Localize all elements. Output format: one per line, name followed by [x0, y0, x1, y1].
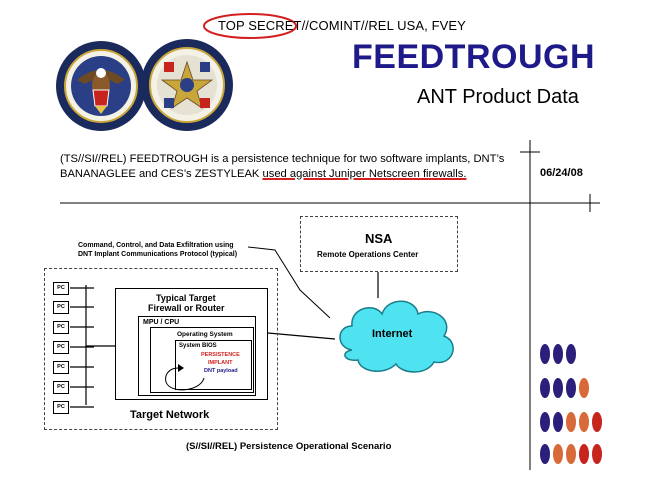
nsa-box: NSA Remote Operations Center — [300, 216, 458, 272]
bios-label: System BIOS — [179, 343, 217, 349]
internet-label: Internet — [372, 328, 413, 340]
command-label-line1: Command, Control, and Data Exfiltration … — [78, 242, 234, 249]
classification-banner: TOP SECRET//COMINT//REL USA, FVEY — [218, 18, 466, 33]
target-network-box — [44, 268, 278, 430]
pc-1: PC — [53, 282, 69, 295]
command-label-line2: DNT Implant Communications Protocol (typ… — [78, 251, 238, 258]
nsa-subtitle: Remote Operations Center — [317, 250, 419, 259]
firewall-title-line1: Typical Target — [156, 293, 216, 303]
pc-4: PC — [53, 341, 69, 354]
mpu-label: MPU / CPU — [143, 319, 180, 326]
nsa-seal-icon — [56, 41, 146, 131]
dnt-payload-label: DNT payload — [204, 368, 238, 374]
decorative-dots-icon — [540, 344, 602, 464]
implant-arrow-icon — [165, 364, 205, 391]
pc-5: PC — [53, 361, 69, 374]
page-title: FEEDTROUGH — [352, 38, 595, 76]
css-seal-icon — [141, 39, 233, 131]
internet-cloud-icon — [339, 300, 454, 373]
nsa-title: NSA — [365, 231, 393, 246]
summary-text: (TS//SI//REL) FEEDTROUGH is a persistenc… — [60, 152, 520, 182]
persistence-label-2: IMPLANT — [208, 360, 233, 366]
summary-underlined: used against Juniper Netscreen firewalls… — [262, 168, 467, 180]
document-date: 06/24/08 — [540, 167, 583, 179]
target-network-label: Target Network — [130, 409, 210, 421]
bios-box: System BIOS PERSISTENCE IMPLANT DNT payl… — [175, 340, 252, 390]
firewall-title-line2: Firewall or Router — [148, 303, 225, 313]
classification-circle — [203, 13, 297, 39]
summary-part1: (TS//SI//REL) FEEDTROUGH is a persistenc… — [60, 153, 505, 180]
pc-6: PC — [53, 381, 69, 394]
pc-2: PC — [53, 301, 69, 314]
pc-7: PC — [53, 401, 69, 414]
page-subtitle: ANT Product Data — [417, 86, 579, 108]
pc-3: PC — [53, 321, 69, 334]
diagram-caption: (S//SI//REL) Persistence Operational Sce… — [186, 441, 392, 452]
command-label: Command, Control, and Data Exfiltration … — [78, 241, 237, 259]
persistence-label-1: PERSISTENCE — [201, 352, 240, 358]
os-label: Operating System — [177, 331, 233, 338]
